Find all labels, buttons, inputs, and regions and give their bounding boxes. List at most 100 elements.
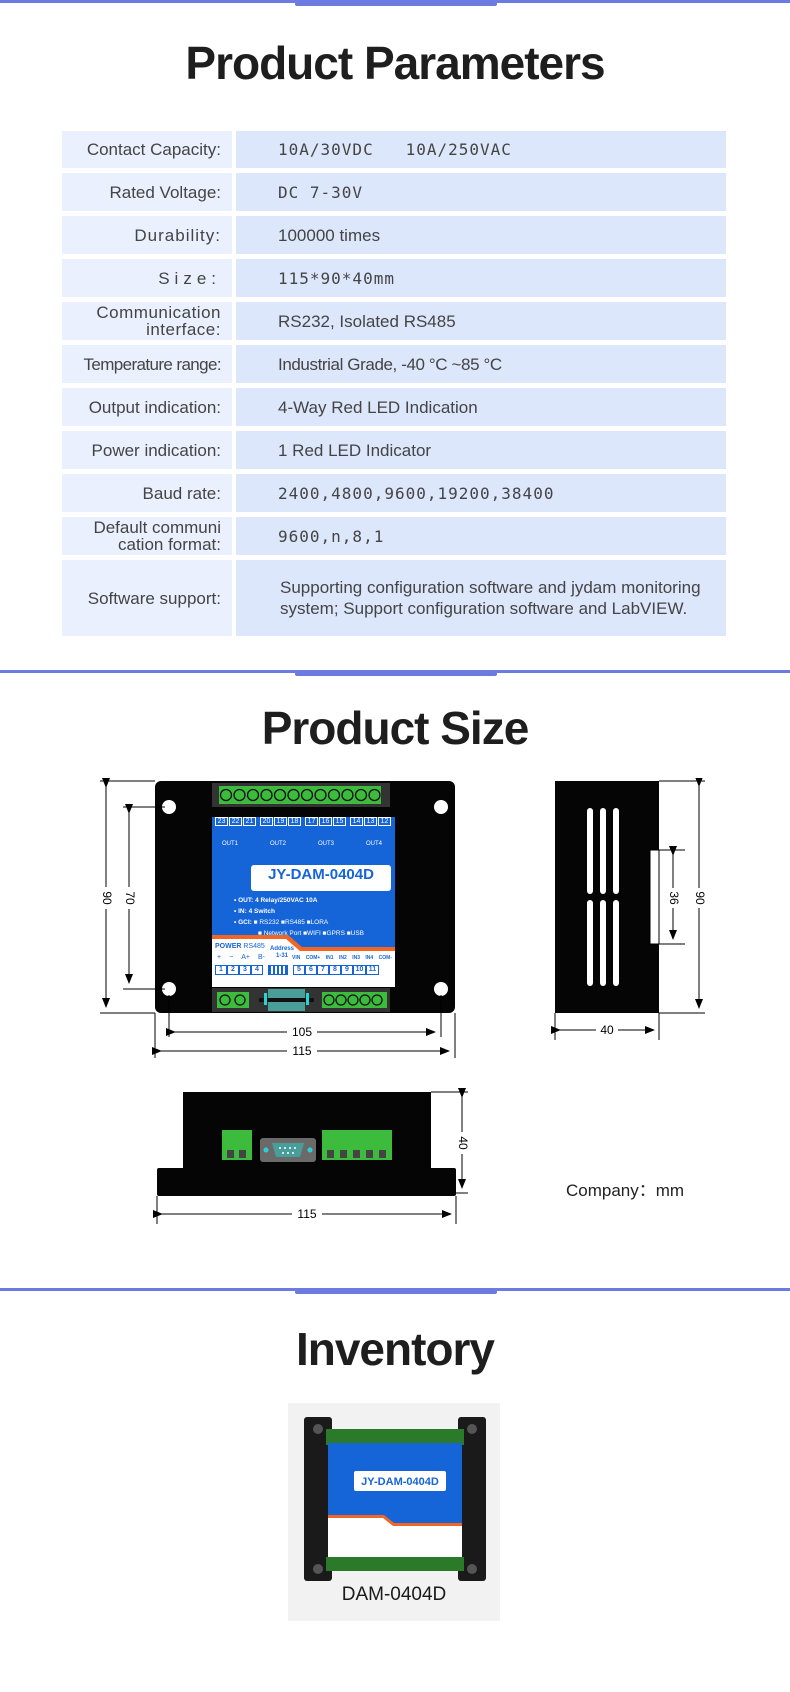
power-label: POWER — [215, 943, 242, 950]
terminal-number: 16 — [319, 817, 332, 826]
terminal-number: 10 — [353, 965, 366, 975]
spec-key: • OUT: — [234, 897, 254, 904]
terminal-number: 6 — [305, 965, 317, 975]
terminal-number: 21 — [243, 817, 256, 826]
io-label-row: VIN COM+ IN1 IN2 IN3 IN4 COM- — [292, 955, 392, 961]
terminal-number: 20 — [260, 817, 273, 826]
table-row: Communication interface: RS232, Isolated… — [62, 302, 726, 340]
section-divider — [0, 1288, 790, 1294]
terminal-number: 14 — [350, 817, 363, 826]
terminal-number: 2 — [227, 965, 239, 975]
table-row: Baud rate: 2400,4800,9600,19200,38400 — [62, 474, 726, 512]
table-row: Durability: 100000 times — [62, 216, 726, 254]
param-value: 9600,n,8,1 — [236, 517, 726, 555]
terminal-number: 9 — [341, 965, 353, 975]
parameters-table: Contact Capacity: 10A/30VDC 10A/250VAC R… — [62, 131, 726, 641]
table-row: Output indication: 4-Way Red LED Indicat… — [62, 388, 726, 426]
sign-label: A+ — [241, 954, 250, 961]
dim-front-width-inner: 105 — [292, 1025, 312, 1039]
param-value: DC 7-30V — [236, 173, 726, 211]
param-value: 100000 times — [236, 216, 726, 254]
param-label: Durability: — [62, 216, 232, 254]
sign-label: + — [217, 954, 222, 961]
rs485-label: RS485 — [243, 943, 265, 950]
bottom-view-drawing: 40 115 — [153, 1088, 471, 1224]
param-value: 4-Way Red LED Indication — [236, 388, 726, 426]
terminal-number: 3 — [239, 965, 251, 975]
param-value: Industrial Grade, -40 °C ~85 °C — [236, 345, 726, 383]
dim-front-height-inner: 70 — [123, 891, 137, 905]
io-label: COM- — [378, 955, 392, 961]
terminal-number: 1 — [215, 965, 227, 975]
io-label: COM+ — [305, 955, 321, 961]
spec-value: 4 Switch — [248, 908, 275, 915]
terminal-number: 23 — [215, 817, 228, 826]
param-label: Size: — [62, 259, 232, 297]
terminal-number: 22 — [229, 817, 242, 826]
param-value: 10A/30VDC 10A/250VAC — [236, 131, 726, 168]
output-label: OUT2 — [269, 841, 286, 847]
product-image-model: JY-DAM-0404D — [361, 1476, 439, 1488]
output-labels: OUT1 OUT2 OUT3 OUT4 — [222, 841, 392, 847]
table-row: Contact Capacity: 10A/30VDC 10A/250VAC — [62, 131, 726, 168]
sign-label: B- — [258, 954, 265, 961]
param-label: Software support: — [62, 560, 232, 636]
param-value: Supporting configuration software and jy… — [236, 560, 726, 636]
front-view-drawing: 90 70 105 115 — [95, 778, 456, 1058]
divider-tab — [295, 1288, 497, 1294]
side-view-drawing: 90 36 40 — [551, 778, 708, 1040]
param-label: Default communi cation format: — [62, 517, 232, 555]
bottom-terminal-row: 1 2 3 4 5 6 7 8 9 10 11 — [215, 965, 392, 975]
param-label: Temperature range: — [62, 345, 232, 383]
spec-lines: • OUT: 4 Relay/250VAC 10A • IN: 4 Switch… — [234, 895, 364, 939]
terminal-number: 12 — [378, 817, 391, 826]
spec-value: ■ Network Port ■WIFI ■GPRS ■USB — [258, 930, 364, 937]
table-row: Software support: Supporting configurati… — [62, 560, 726, 636]
output-label: OUT1 — [222, 841, 239, 847]
param-label: Communication interface: — [62, 302, 232, 340]
divider-tab — [295, 0, 497, 6]
spec-value: ■ RS232 ■RS485 ■LORA — [253, 919, 329, 926]
terminal-number: 7 — [317, 965, 329, 975]
param-label: Rated Voltage: — [62, 173, 232, 211]
dim-front-width-outer: 115 — [292, 1044, 311, 1058]
dim-front-height-outer: 90 — [100, 891, 114, 905]
terminal-number: 19 — [274, 817, 287, 826]
dip-switch[interactable] — [268, 965, 288, 975]
sign-label: − — [229, 954, 234, 961]
relay-terminal-row: 23 22 21 20 19 18 17 16 15 14 13 12 — [215, 817, 391, 826]
table-row: Rated Voltage: DC 7-30V — [62, 173, 726, 211]
address-label: Address 1-31 — [270, 946, 294, 960]
param-label: Contact Capacity: — [62, 131, 232, 168]
terminal-number: 18 — [288, 817, 301, 826]
param-value: 1 Red LED Indicator — [236, 431, 726, 469]
dim-side-connector: 36 — [667, 891, 681, 905]
section-title-inventory: Inventory — [295, 1323, 495, 1375]
io-label: IN1 — [325, 955, 334, 961]
io-label: IN3 — [352, 955, 360, 961]
top-divider — [0, 0, 790, 6]
io-label: IN4 — [365, 955, 374, 961]
table-row: Power indication: 1 Red LED Indicator — [62, 431, 726, 469]
divider-tab — [295, 670, 497, 676]
section-title-size: Product Size — [261, 702, 530, 754]
output-label: OUT3 — [317, 841, 334, 847]
spec-key: • GCI: — [234, 919, 252, 926]
dim-bottom-width: 115 — [297, 1207, 316, 1221]
product-image: JY-DAM-0404D — [304, 1417, 486, 1581]
output-label: OUT4 — [365, 841, 382, 847]
bottom-labels: POWER RS485 — [215, 943, 265, 950]
unit-note: Company：mm — [566, 1181, 685, 1200]
param-label: Baud rate: — [62, 474, 232, 512]
dim-bottom-height: 40 — [456, 1136, 470, 1150]
inventory-item-card: JY-DAM-0404D DAM-0404D — [288, 1403, 500, 1621]
section-divider — [0, 670, 790, 676]
section-title-parameters: Product Parameters — [185, 37, 605, 89]
power-sign-row: + − A+ B- — [217, 954, 265, 961]
table-row: Temperature range: Industrial Grade, -40… — [62, 345, 726, 383]
terminal-number: 11 — [366, 965, 379, 975]
terminal-number: 5 — [293, 965, 305, 975]
terminal-number: 17 — [305, 817, 318, 826]
param-value: 115*90*40mm — [236, 259, 726, 297]
param-label: Output indication: — [62, 388, 232, 426]
